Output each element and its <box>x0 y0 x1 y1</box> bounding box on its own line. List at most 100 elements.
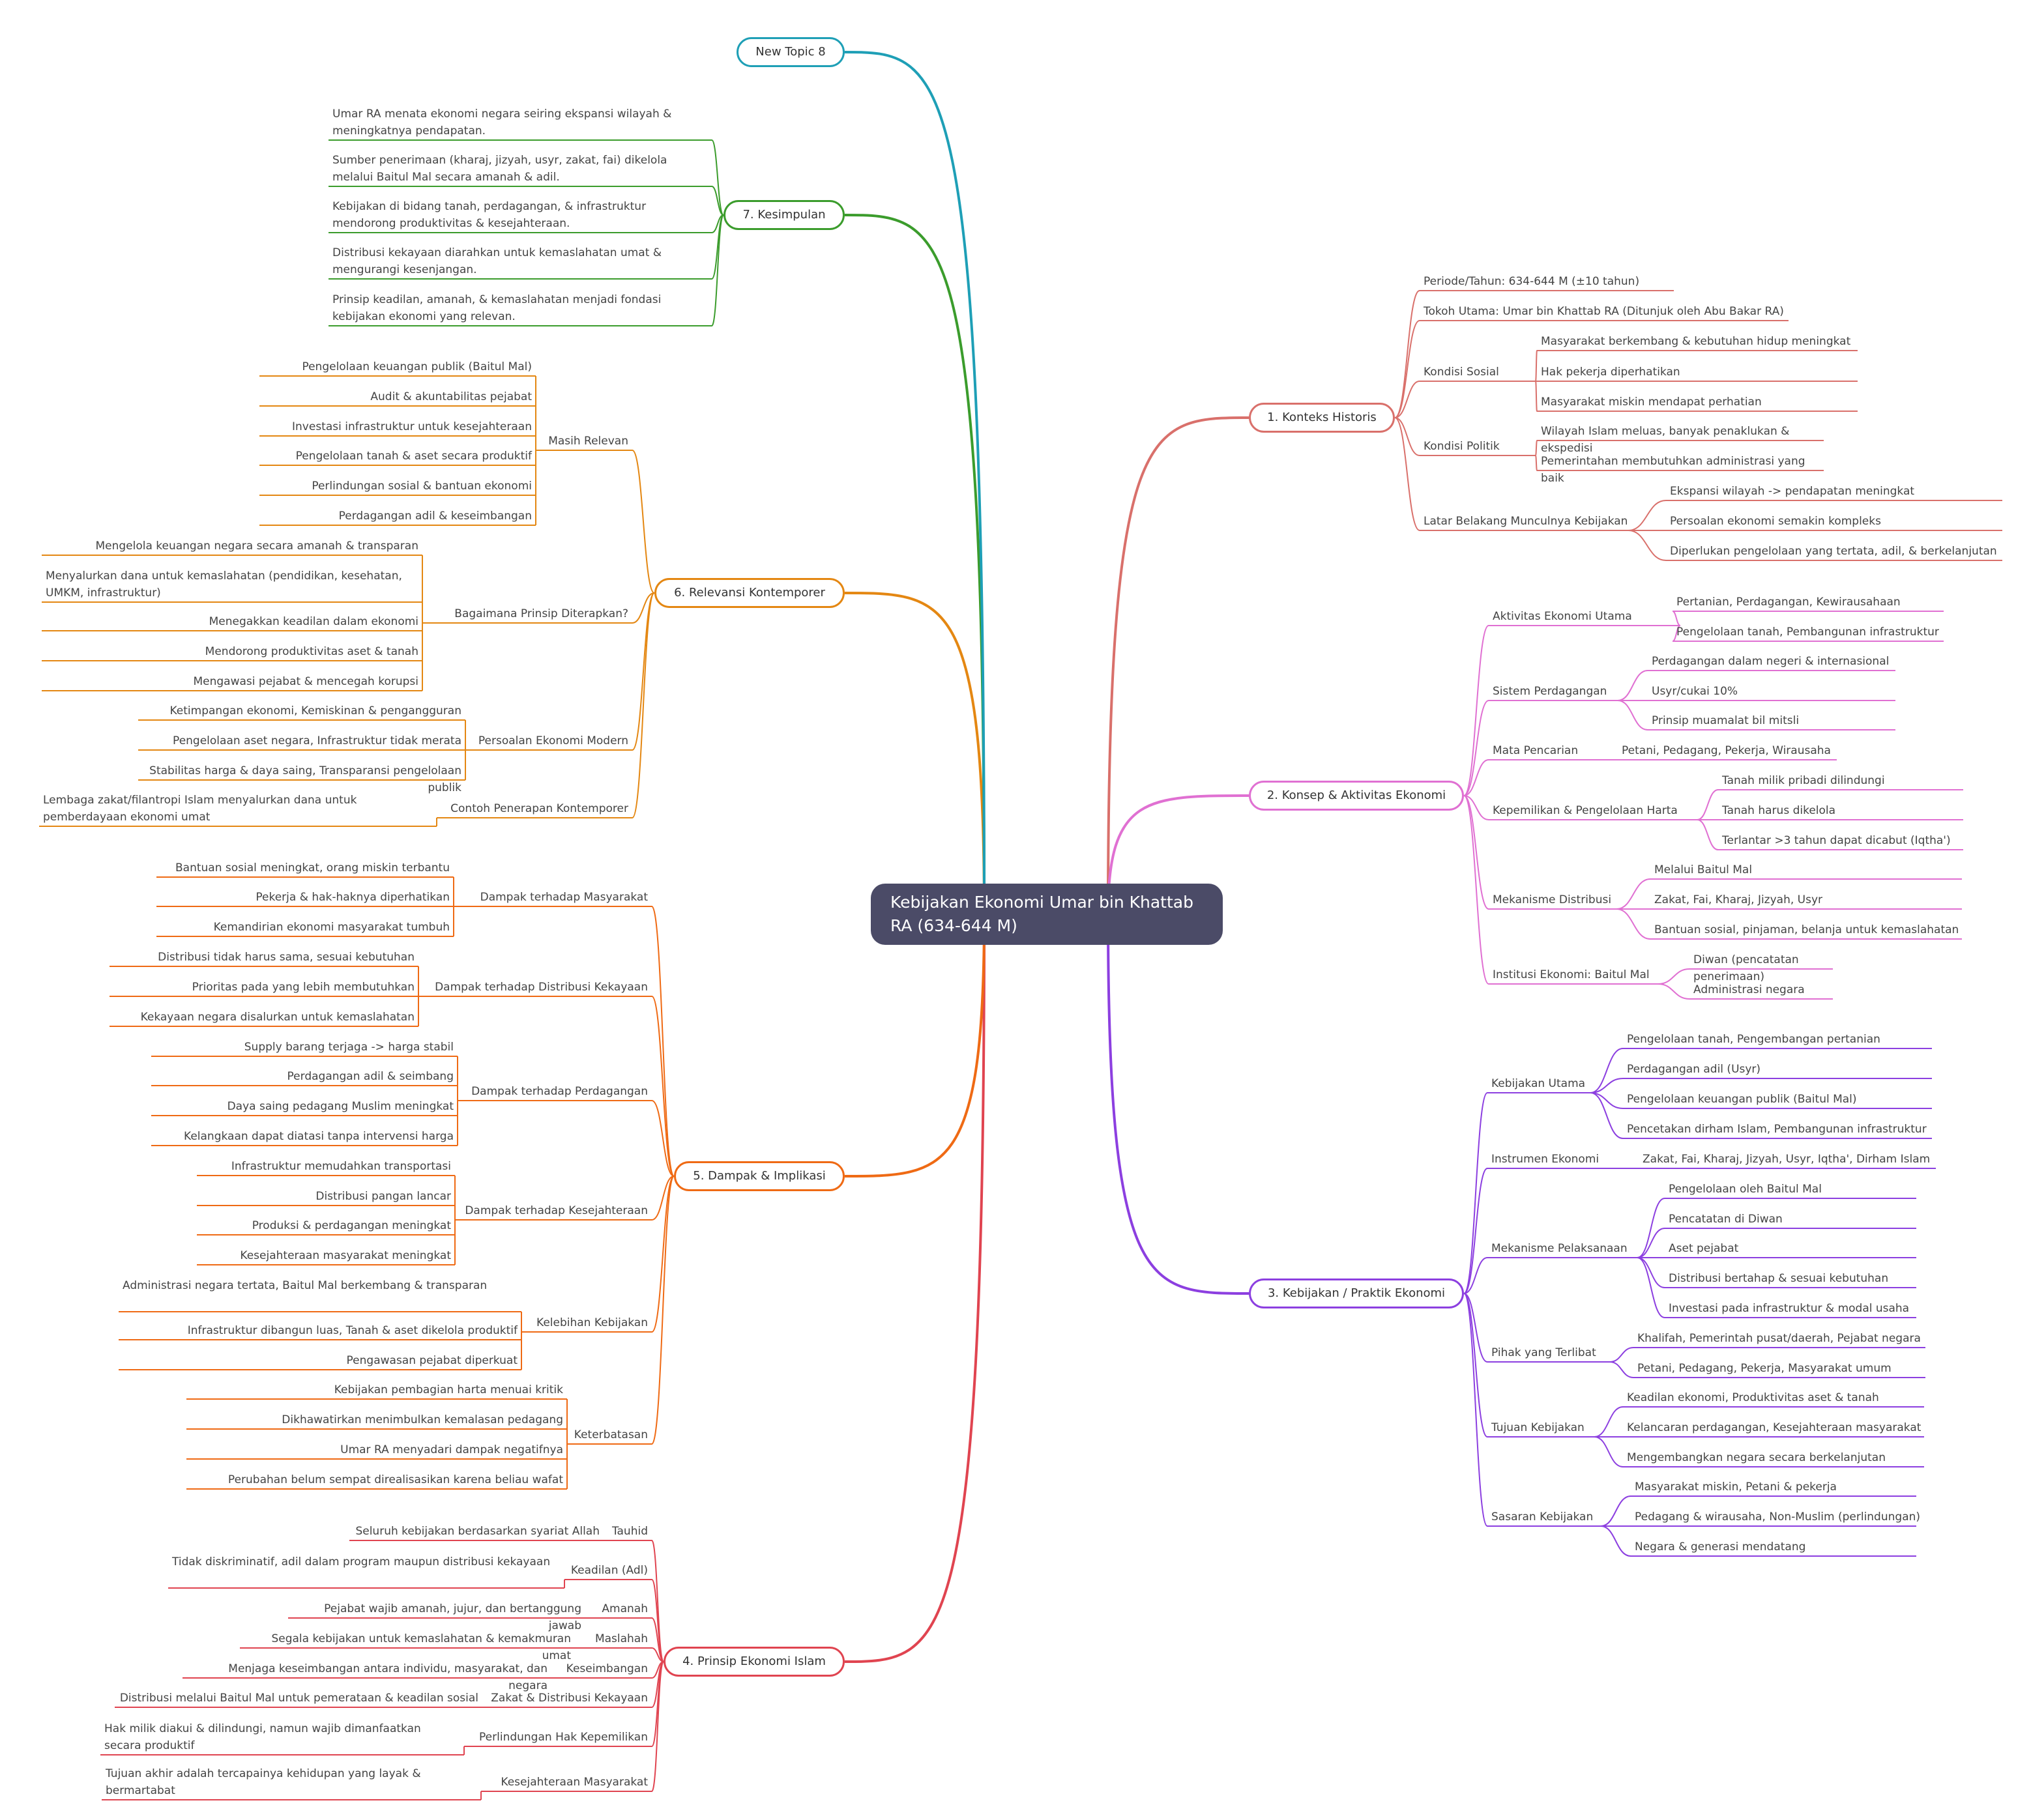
leaf-dampak-keterbatasan-1[interactable]: Dikhawatirkan menimbulkan kemalasan peda… <box>282 1413 563 1426</box>
sub-konteks-latar[interactable]: Latar Belakang Munculnya Kebijakan <box>1424 515 1628 528</box>
leaf-relevansi-masih-5[interactable]: Perdagangan adil & keseimbangan <box>338 510 532 523</box>
leaf-dampak-perdagangan-1[interactable]: Perdagangan adil & seimbang <box>287 1070 454 1083</box>
leaf-relevansi-masih-3[interactable]: Pengelolaan tanah & aset secara produkti… <box>295 450 532 463</box>
branch-newtopic[interactable]: New Topic 8 <box>737 37 845 67</box>
sub-prinsip-7[interactable]: Kesejahteraan Masyarakat <box>501 1776 648 1789</box>
leaf-relevansi-masih-2[interactable]: Investasi infrastruktur untuk kesejahter… <box>292 420 532 433</box>
leaf-kesimpulan-2[interactable]: Kebijakan di bidang tanah, perdagangan, … <box>332 200 647 230</box>
leaf-dampak-kesejahteraan-1[interactable]: Distribusi pangan lancar <box>315 1190 451 1203</box>
leaf-kebijakan-mekanisme-3[interactable]: Distribusi bertahap & sesuai kebutuhan <box>1669 1272 1889 1285</box>
sub-prinsip-4[interactable]: Keseimbangan <box>566 1662 648 1675</box>
leaf-dampak-perdagangan-2[interactable]: Daya saing pedagang Muslim meningkat <box>227 1100 454 1113</box>
leaf-dampak-kesejahteraan-3[interactable]: Kesejahteraan masyarakat meningkat <box>240 1249 451 1262</box>
leaf-dampak-keterbatasan-3[interactable]: Perubahan belum sempat direalisasikan ka… <box>227 1473 563 1486</box>
leaf-dampak-perdagangan-0[interactable]: Supply barang terjaga -> harga stabil <box>244 1041 454 1054</box>
sub-relevansi-contoh[interactable]: Contoh Penerapan Kontemporer <box>450 802 628 815</box>
leaf-konsep-distribusi-2[interactable]: Bantuan sosial, pinjaman, belanja untuk … <box>1654 923 1959 936</box>
leaf-dampak-kesejahteraan-2[interactable]: Produksi & perdagangan meningkat <box>252 1219 451 1232</box>
leaf-kebijakan-sasaran-0[interactable]: Masyarakat miskin, Petani & pekerja <box>1635 1481 1837 1494</box>
leaf-relevansi-masih-1[interactable]: Audit & akuntabilitas pejabat <box>370 390 532 403</box>
sub-kebijakan-sasaran[interactable]: Sasaran Kebijakan <box>1491 1510 1594 1524</box>
leaf-relevansi-persoalan-2[interactable]: Stabilitas harga & daya saing, Transpara… <box>149 764 461 794</box>
sub-prinsip-5[interactable]: Zakat & Distribusi Kekayaan <box>491 1692 648 1705</box>
leaf-kebijakan-utama-1[interactable]: Perdagangan adil (Usyr) <box>1627 1063 1761 1076</box>
sub-konsep-institusi[interactable]: Institusi Ekonomi: Baitul Mal <box>1493 968 1650 981</box>
branch-relevansi[interactable]: 6. Relevansi Kontemporer <box>654 578 845 608</box>
sub-konsep-distribusi[interactable]: Mekanisme Distribusi <box>1493 893 1612 906</box>
leaf-kebijakan-utama-0[interactable]: Pengelolaan tanah, Pengembangan pertania… <box>1627 1033 1880 1046</box>
sub-konsep-aktivitas[interactable]: Aktivitas Ekonomi Utama <box>1493 610 1632 623</box>
leaf-konsep-sistem-1[interactable]: Usyr/cukai 10% <box>1652 685 1738 698</box>
sub-dampak-kesejahteraan[interactable]: Dampak terhadap Kesejahteraan <box>465 1204 648 1217</box>
leaf-kebijakan-pihak-1[interactable]: Petani, Pedagang, Pekerja, Masyarakat um… <box>1637 1362 1892 1375</box>
leaf-konteks-sosial-1[interactable]: Hak pekerja diperhatikan <box>1541 366 1680 379</box>
branch-konteks[interactable]: 1. Konteks Historis <box>1249 403 1395 433</box>
leaf-kebijakan-tujuan-2[interactable]: Mengembangkan negara secara berkelanjuta… <box>1627 1451 1886 1464</box>
sub-konsep-kepemilikan[interactable]: Kepemilikan & Pengelolaan Harta <box>1493 804 1678 817</box>
leaf-kebijakan-pihak-0[interactable]: Khalifah, Pemerintah pusat/daerah, Pejab… <box>1637 1332 1921 1345</box>
leaf-relevansi-masih-0[interactable]: Pengelolaan keuangan publik (Baitul Mal) <box>302 360 532 373</box>
leaf-prinsip-4[interactable]: Menjaga keseimbangan antara individu, ma… <box>228 1662 548 1692</box>
branch-kebijakan[interactable]: 3. Kebijakan / Praktik Ekonomi <box>1249 1278 1464 1308</box>
leaf-prinsip-2[interactable]: Pejabat wajib amanah, jujur, dan bertang… <box>324 1602 581 1632</box>
leaf-konteks-politik-1[interactable]: Pemerintahan membutuhkan administrasi ya… <box>1541 455 1805 485</box>
leaf-kebijakan-tujuan-0[interactable]: Keadilan ekonomi, Produktivitas aset & t… <box>1627 1391 1879 1404</box>
leaf-dampak-perdagangan-3[interactable]: Kelangkaan dapat diatasi tanpa intervens… <box>184 1130 454 1143</box>
leaf-kebijakan-mekanisme-2[interactable]: Aset pejabat <box>1669 1242 1739 1255</box>
leaf-relevansi-bagaimana-4[interactable]: Mengawasi pejabat & mencegah korupsi <box>193 675 418 688</box>
leaf-konsep-institusi-1[interactable]: Administrasi negara <box>1693 983 1805 996</box>
leaf-konsep-institusi-0[interactable]: Diwan (pencatatan penerimaan) <box>1693 953 1799 983</box>
leaf-dampak-masyarakat-2[interactable]: Kemandirian ekonomi masyarakat tumbuh <box>213 921 450 934</box>
leaf-relevansi-masih-4[interactable]: Perlindungan sosial & bantuan ekonomi <box>312 480 532 493</box>
sub-dampak-perdagangan[interactable]: Dampak terhadap Perdagangan <box>471 1085 648 1098</box>
sub-konsep-sistem[interactable]: Sistem Perdagangan <box>1493 685 1607 698</box>
leaf-konsep-aktivitas-0[interactable]: Pertanian, Perdagangan, Kewirausahaan <box>1676 596 1901 609</box>
sub-prinsip-6[interactable]: Perlindungan Hak Kepemilikan <box>479 1731 648 1744</box>
leaf-prinsip-0[interactable]: Seluruh kebijakan berdasarkan syariat Al… <box>355 1525 600 1538</box>
leaf-konsep-mata-0[interactable]: Petani, Pedagang, Pekerja, Wirausaha <box>1622 744 1831 757</box>
sub-kebijakan-mekanisme[interactable]: Mekanisme Pelaksanaan <box>1491 1242 1628 1255</box>
sub-prinsip-1[interactable]: Keadilan (Adl) <box>570 1564 648 1577</box>
leaf-konteks-latar-1[interactable]: Persoalan ekonomi semakin kompleks <box>1670 515 1881 528</box>
leaf-dampak-distribusi-2[interactable]: Kekayaan negara disalurkan untuk kemasla… <box>140 1011 415 1024</box>
leaf-dampak-kelebihan-2[interactable]: Pengawasan pejabat diperkuat <box>346 1354 518 1367</box>
branch-kesimpulan[interactable]: 7. Kesimpulan <box>723 200 845 230</box>
leaf-prinsip-5[interactable]: Distribusi melalui Baitul Mal untuk peme… <box>119 1692 478 1705</box>
sub-konteks-politik[interactable]: Kondisi Politik <box>1424 440 1500 453</box>
leaf-konsep-kepemilikan-1[interactable]: Tanah harus dikelola <box>1722 804 1836 817</box>
leaf-prinsip-3[interactable]: Segala kebijakan untuk kemaslahatan & ke… <box>271 1632 571 1662</box>
leaf-relevansi-bagaimana-3[interactable]: Mendorong produktivitas aset & tanah <box>205 645 418 658</box>
leaf-dampak-distribusi-0[interactable]: Distribusi tidak harus sama, sesuai kebu… <box>158 951 415 964</box>
leaf-kesimpulan-3[interactable]: Distribusi kekayaan diarahkan untuk kema… <box>332 246 662 276</box>
leaf-kebijakan-mekanisme-0[interactable]: Pengelolaan oleh Baitul Mal <box>1669 1183 1822 1196</box>
leaf-dampak-masyarakat-1[interactable]: Pekerja & hak-haknya diperhatikan <box>256 891 450 904</box>
sub-konteks-sosial[interactable]: Kondisi Sosial <box>1424 366 1499 379</box>
leaf-relevansi-bagaimana-1[interactable]: Menyalurkan dana untuk kemaslahatan (pen… <box>46 570 402 599</box>
sub-prinsip-3[interactable]: Maslahah <box>594 1632 648 1645</box>
sub-kebijakan-utama[interactable]: Kebijakan Utama <box>1491 1077 1586 1090</box>
leaf-dampak-kesejahteraan-0[interactable]: Infrastruktur memudahkan transportasi <box>231 1160 451 1173</box>
leaf-prinsip-6[interactable]: Hak milik diakui & dilindungi, namun waj… <box>104 1722 421 1752</box>
sub-kebijakan-instrumen[interactable]: Instrumen Ekonomi <box>1491 1153 1600 1166</box>
branch-konsep[interactable]: 2. Konsep & Aktivitas Ekonomi <box>1249 781 1464 811</box>
leaf-konteks-sosial-2[interactable]: Masyarakat miskin mendapat perhatian <box>1541 396 1762 409</box>
leaf-kebijakan-utama-2[interactable]: Pengelolaan keuangan publik (Baitul Mal) <box>1627 1093 1857 1106</box>
leaf-dampak-kelebihan-0[interactable]: Administrasi negara tertata, Baitul Mal … <box>123 1279 488 1292</box>
leaf-relevansi-persoalan-1[interactable]: Pengelolaan aset negara, Infrastruktur t… <box>173 734 461 747</box>
sub-prinsip-2[interactable]: Amanah <box>602 1602 648 1615</box>
leaf-konteks-latar-2[interactable]: Diperlukan pengelolaan yang tertata, adi… <box>1670 545 1997 558</box>
leaf-relevansi-bagaimana-0[interactable]: Mengelola keuangan negara secara amanah … <box>95 540 418 553</box>
leaf-kesimpulan-1[interactable]: Sumber penerimaan (kharaj, jizyah, usyr,… <box>332 154 667 184</box>
leaf-dampak-keterbatasan-0[interactable]: Kebijakan pembagian harta menuai kritik <box>334 1383 563 1396</box>
leaf-konsep-distribusi-0[interactable]: Melalui Baitul Mal <box>1654 863 1753 876</box>
leaf-dampak-kelebihan-1[interactable]: Infrastruktur dibangun luas, Tanah & ase… <box>187 1324 518 1337</box>
leaf-kebijakan-sasaran-2[interactable]: Negara & generasi mendatang <box>1635 1540 1806 1553</box>
sub-dampak-kelebihan[interactable]: Kelebihan Kebijakan <box>536 1316 648 1329</box>
leaf-konsep-kepemilikan-2[interactable]: Terlantar >3 tahun dapat dicabut (Iqtha'… <box>1722 834 1951 847</box>
leaf-kebijakan-tujuan-1[interactable]: Kelancaran perdagangan, Kesejahteraan ma… <box>1627 1421 1921 1434</box>
leaf-konsep-sistem-0[interactable]: Perdagangan dalam negeri & internasional <box>1652 655 1890 668</box>
leaf-dampak-masyarakat-0[interactable]: Bantuan sosial meningkat, orang miskin t… <box>175 861 450 874</box>
sub-dampak-distribusi[interactable]: Dampak terhadap Distribusi Kekayaan <box>435 981 648 994</box>
leaf-kebijakan-utama-3[interactable]: Pencetakan dirham Islam, Pembangunan inf… <box>1627 1123 1927 1136</box>
sub-relevansi-persoalan[interactable]: Persoalan Ekonomi Modern <box>478 734 628 747</box>
